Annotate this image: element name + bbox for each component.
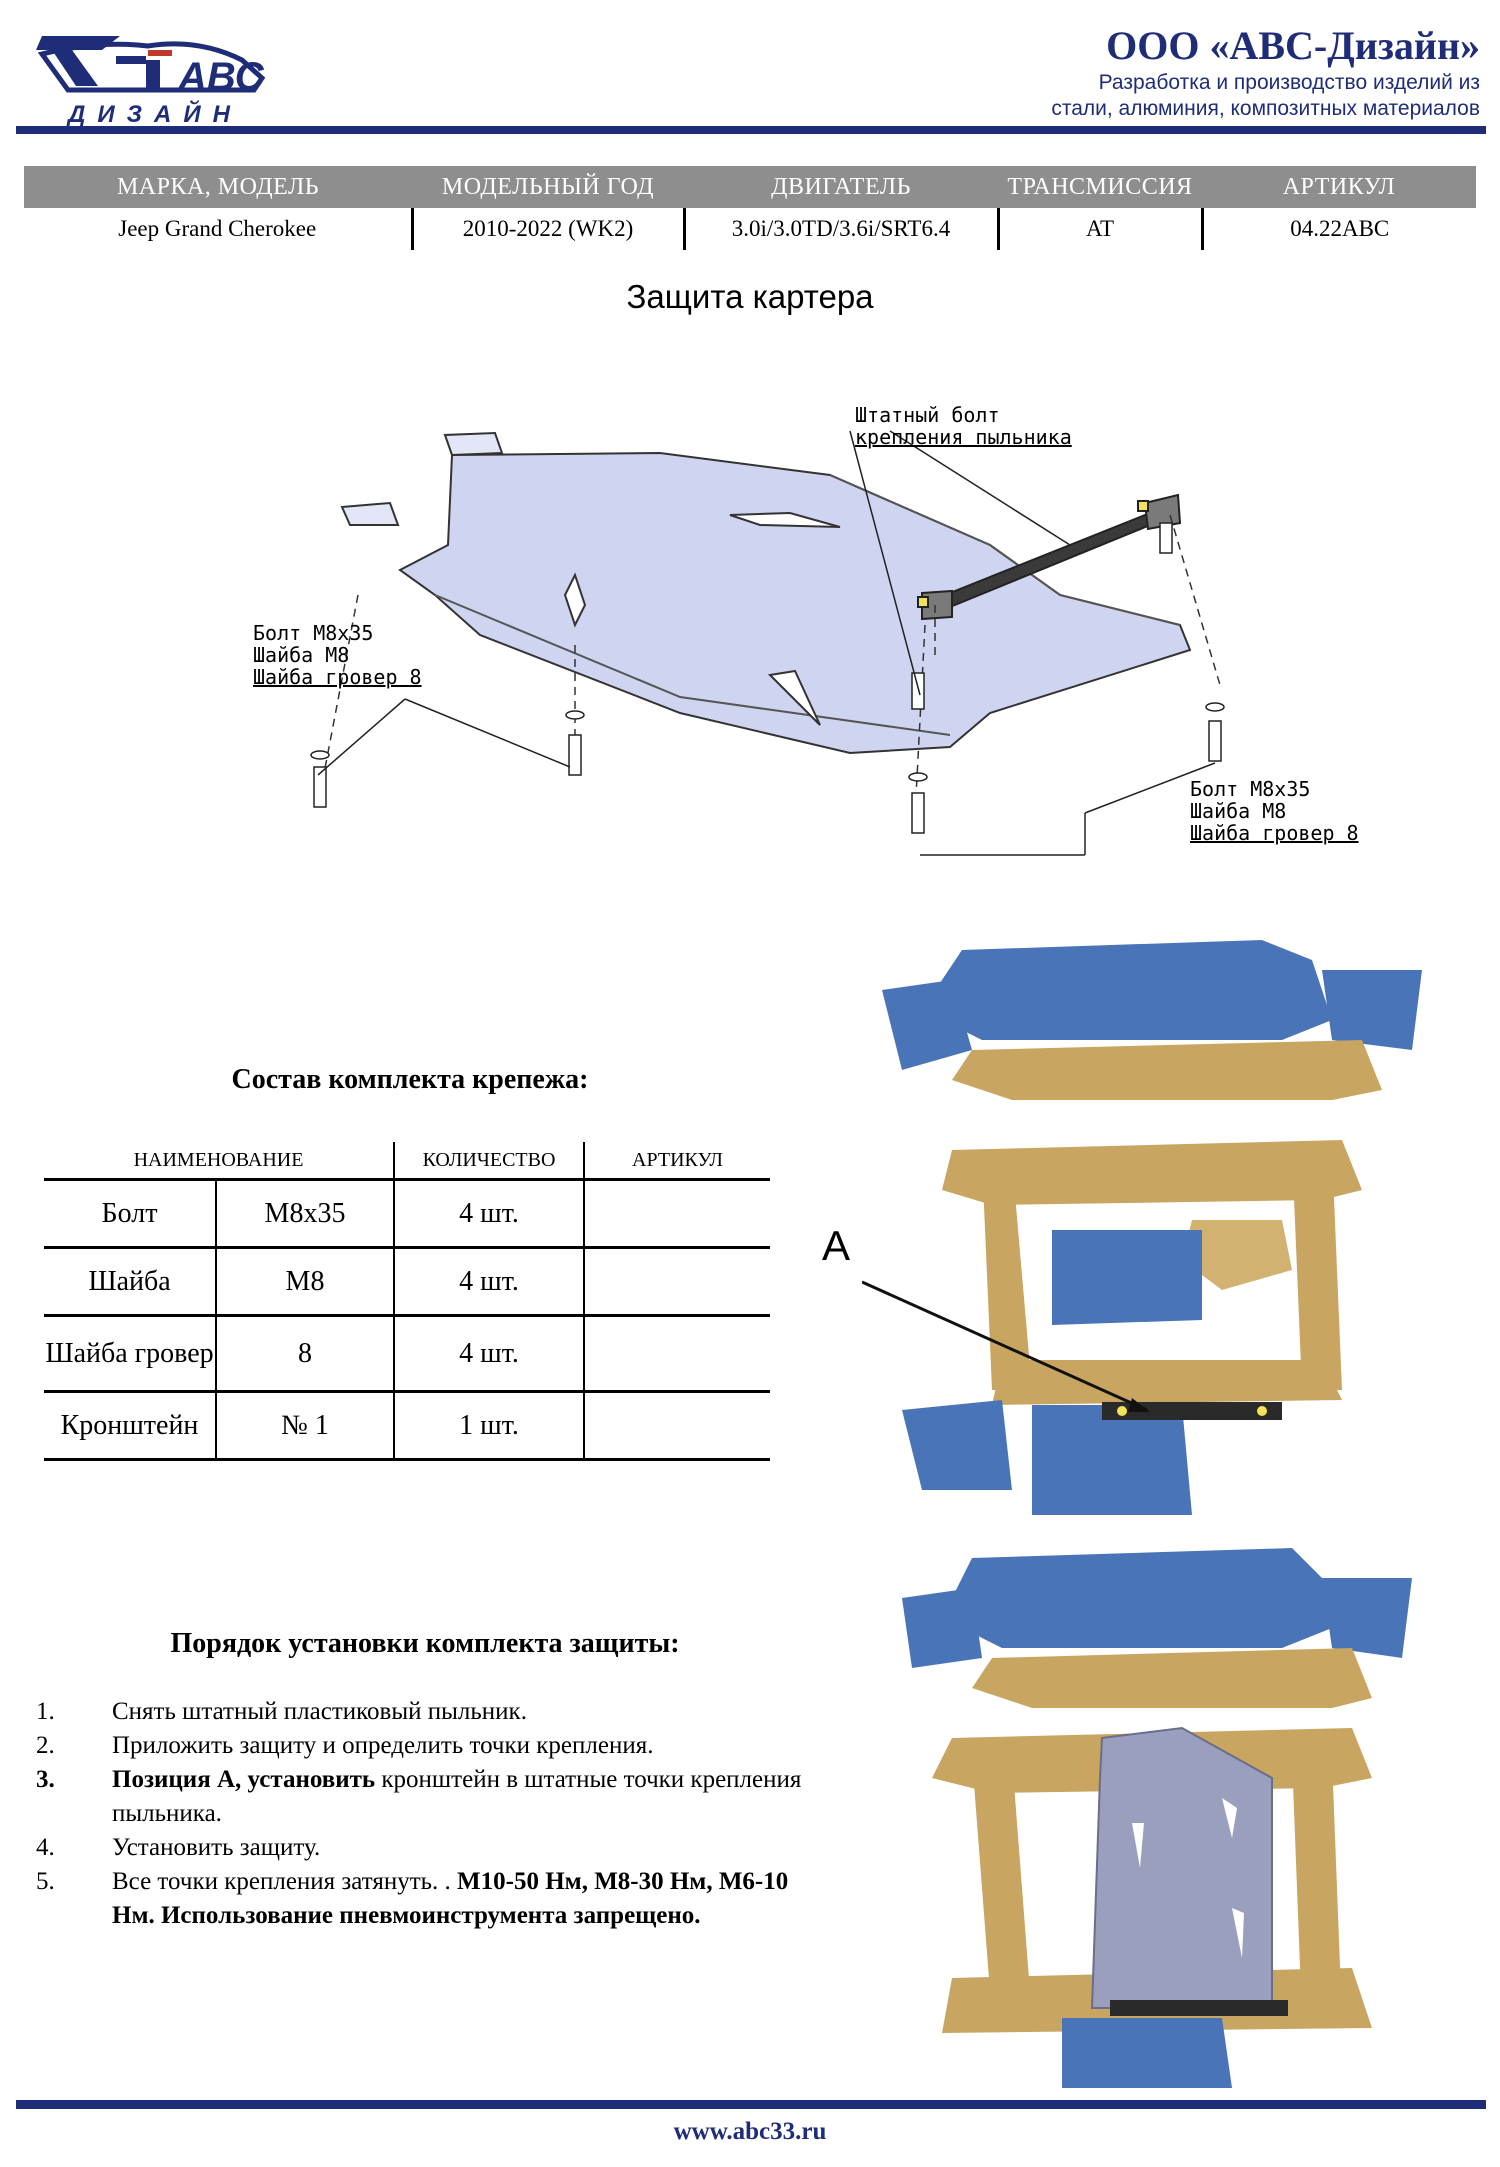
procedure-list: 1. Снять штатный пластиковый пыльник. 2.… (36, 1695, 806, 1933)
company-logo: АВС ДИЗАЙН (28, 20, 308, 130)
item-size: 8 (215, 1315, 394, 1392)
installed-skid-plate (1090, 1726, 1273, 2009)
item-article (583, 1315, 770, 1392)
column-header: МОДЕЛЬНЫЙ ГОД (412, 166, 684, 208)
skid-plate-drawing (340, 431, 1192, 755)
callout-line: Шайба гровер 8 (253, 665, 422, 689)
position-a-label: A (822, 1222, 851, 1269)
bracket-position-a (1102, 1402, 1282, 1420)
callout-fasteners-left: Болт М8х35 Шайба М8 Шайба гровер 8 (253, 622, 422, 688)
item-qty: 4 шт. (393, 1247, 584, 1316)
callout-line: Штатный болт (855, 403, 1000, 427)
callout-standard-bolt: Штатный болт крепления пыльника (855, 404, 1072, 448)
list-item: 5. Все точки крепления затянуть. . М10-5… (36, 1865, 806, 1933)
callout-line: крепления пыльника (855, 425, 1072, 449)
step-text: Позиция А, установить кронштейн в штатны… (112, 1763, 806, 1831)
step-number: 5. (36, 1868, 55, 1895)
item-qty: 4 шт. (393, 1179, 584, 1248)
bolt-drawings (310, 522, 1225, 834)
table-row: Шайба гровер 8 4 шт. (44, 1315, 770, 1392)
column-header: АРТИКУЛ (1202, 166, 1476, 208)
callout-fasteners-right: Болт М8х35 Шайба М8 Шайба гровер 8 (1190, 778, 1359, 844)
item-name: Шайба гровер (45, 1337, 214, 1369)
scan-after-image (892, 1538, 1412, 2088)
table-row: Jeep Grand Cherokee 2010-2022 (WK2) 3.0i… (24, 208, 1476, 250)
fastener-kit-table: НАИМЕНОВАНИЕ КОЛИЧЕСТВО АРТИКУЛ Болт М8х… (44, 1142, 770, 1461)
step-text-rest: кронштейн в штатные точки крепления пыль… (112, 1766, 802, 1827)
step-number: 4. (36, 1834, 55, 1861)
item-article (583, 1179, 770, 1248)
callout-line: Шайба М8 (253, 643, 350, 667)
column-header: ДВИГАТЕЛЬ (684, 166, 998, 208)
list-item: 1. Снять штатный пластиковый пыльник. (36, 1695, 806, 1729)
column-header: АРТИКУЛ (583, 1142, 770, 1180)
column-header: ТРАНСМИССИЯ (998, 166, 1202, 208)
step-emphasis: М10-50 Нм, М8-30 Нм, М6-10 Нм. Использов… (112, 1868, 789, 1929)
item-size: М8 (215, 1247, 394, 1316)
table-header-row: МАРКА, МОДЕЛЬ МОДЕЛЬНЫЙ ГОД ДВИГАТЕЛЬ ТР… (24, 166, 1476, 208)
item-qty: 4 шт. (393, 1315, 584, 1392)
step-text: Приложить защиту и определить точки креп… (112, 1732, 654, 1759)
step-text: Снять штатный пластиковый пыльник. (112, 1698, 527, 1725)
table-cell-article: 04.22ABC (1200, 208, 1476, 250)
callout-line: Болт М8х35 (1190, 777, 1311, 801)
item-name: Шайба (88, 1265, 171, 1297)
procedure-heading: Порядок установки комплекта защиты: (170, 1628, 680, 1659)
item-name: Болт (101, 1197, 158, 1229)
table-cell-transmission: AT (996, 208, 1202, 250)
column-header: КОЛИЧЕСТВО (393, 1142, 584, 1180)
step-number: 3. (36, 1766, 55, 1793)
list-item: 2. Приложить защиту и определить точки к… (36, 1729, 806, 1763)
footer-website-link[interactable]: www.abc33.ru (673, 2118, 827, 2145)
table-cell-model: Jeep Grand Cherokee (118, 216, 317, 241)
column-header: НАИМЕНОВАНИЕ (133, 1148, 304, 1171)
step-number: 1. (36, 1698, 55, 1725)
footer-divider (16, 2100, 1486, 2109)
step-emphasis: Позиция А, установить (112, 1766, 376, 1793)
scan-before-image (861, 930, 1422, 1515)
item-name: Кронштейн (60, 1409, 199, 1441)
header-divider (16, 126, 1486, 134)
item-article (583, 1247, 770, 1316)
company-name: ООО «АВС-Дизайн» (1106, 23, 1480, 68)
step-text: Установить защиту. (112, 1834, 321, 1861)
page-title: Защита картера (626, 278, 874, 315)
table-row: Кронштейн № 1 1 шт. (44, 1391, 770, 1460)
item-qty: 1 шт. (393, 1391, 584, 1460)
step-text-rest: Все точки крепления затянуть. . (112, 1868, 458, 1895)
table-cell-engine: 3.0i/3.0TD/3.6i/SRT6.4 (682, 208, 998, 250)
bracket-drawing (917, 493, 1182, 621)
callout-line: Шайба гровер 8 (1190, 821, 1359, 845)
company-tagline: Разработка и производство изделий из ста… (920, 70, 1480, 122)
item-size: М8х35 (215, 1179, 394, 1248)
table-row: Болт М8х35 4 шт. (44, 1179, 770, 1248)
tagline-line: Разработка и производство изделий из (1098, 71, 1480, 94)
step-number: 2. (36, 1732, 55, 1759)
list-item: 4. Установить защиту. (36, 1831, 806, 1865)
logo-subtext: ДИЗАЙН (66, 99, 242, 128)
vehicle-spec-table: МАРКА, МОДЕЛЬ МОДЕЛЬНЫЙ ГОД ДВИГАТЕЛЬ ТР… (24, 166, 1476, 250)
table-row: Шайба М8 4 шт. (44, 1247, 770, 1316)
exploded-assembly-diagram (230, 395, 1380, 885)
list-item: 3. Позиция А, установить кронштейн в шта… (36, 1763, 806, 1831)
step-text: Все точки крепления затянуть. . М10-50 Н… (112, 1865, 806, 1933)
kit-heading: Состав комплекта крепежа: (231, 1064, 589, 1095)
callout-line: Болт М8х35 (253, 621, 374, 645)
tagline-line: стали, алюминия, композитных материалов (1051, 97, 1480, 120)
table-cell-year: 2010-2022 (WK2) (410, 208, 684, 250)
table-header-row: НАИМЕНОВАНИЕ КОЛИЧЕСТВО АРТИКУЛ (44, 1142, 770, 1180)
callout-line: Шайба М8 (1190, 799, 1287, 823)
item-size: № 1 (215, 1391, 394, 1460)
column-header: МАРКА, МОДЕЛЬ (24, 166, 412, 208)
item-article (583, 1391, 770, 1460)
logo-text: АВС (177, 55, 265, 99)
